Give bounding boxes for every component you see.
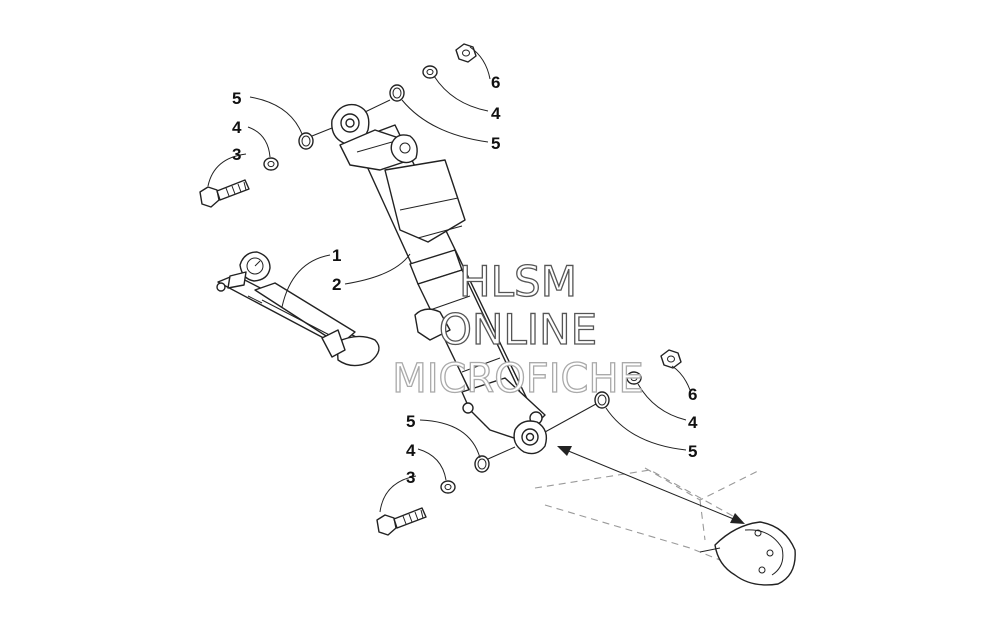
- washer-top-left: [298, 132, 314, 150]
- callout-5-top-left: 5: [232, 89, 241, 108]
- callout-4-top-right: 4: [491, 104, 501, 123]
- bolt-top: [199, 179, 250, 208]
- spacer-top-left: [263, 157, 279, 171]
- washer-bottom-right: [594, 391, 610, 409]
- callout-1: 1: [332, 246, 341, 265]
- washer-top-right: [389, 84, 405, 102]
- a-arm-phantom: [534, 467, 796, 586]
- callout-labels: 5 4 3 6 4 5 1 2 5 4 3 6 4 5: [232, 73, 698, 487]
- pressure-gauge-pump: [216, 251, 380, 367]
- callout-3-top: 3: [232, 145, 241, 164]
- leader-lines: [207, 46, 691, 513]
- callout-5-top-right: 5: [491, 134, 500, 153]
- callout-2: 2: [332, 275, 341, 294]
- shock-absorber: [331, 103, 548, 455]
- spacer-bottom-left: [440, 480, 456, 494]
- callout-6-top-right: 6: [491, 73, 500, 92]
- callout-5-bottom-left: 5: [406, 412, 415, 431]
- nut-bottom-right: [660, 349, 682, 369]
- callout-6-bottom-right: 6: [688, 385, 697, 404]
- spacer-top-right: [422, 65, 438, 79]
- watermark-line-1: HLSM: [459, 257, 577, 306]
- nut-top-right: [455, 43, 477, 63]
- spacer-bottom-right: [626, 371, 642, 385]
- watermark-line-2: ONLINE: [439, 305, 597, 354]
- watermark: HLSM ONLINE MICROFICHE: [392, 256, 645, 402]
- callout-4-top-left: 4: [232, 118, 242, 137]
- callout-4-bottom-left: 4: [406, 441, 416, 460]
- callout-5-bottom-right: 5: [688, 442, 697, 461]
- callout-3-bottom: 3: [406, 468, 415, 487]
- washer-bottom-left: [474, 455, 490, 473]
- callout-4-bottom-right: 4: [688, 413, 698, 432]
- watermark-line-3: MICROFICHE: [392, 356, 644, 402]
- bolt-bottom: [376, 507, 427, 536]
- mounting-direction-arrow: [557, 446, 745, 524]
